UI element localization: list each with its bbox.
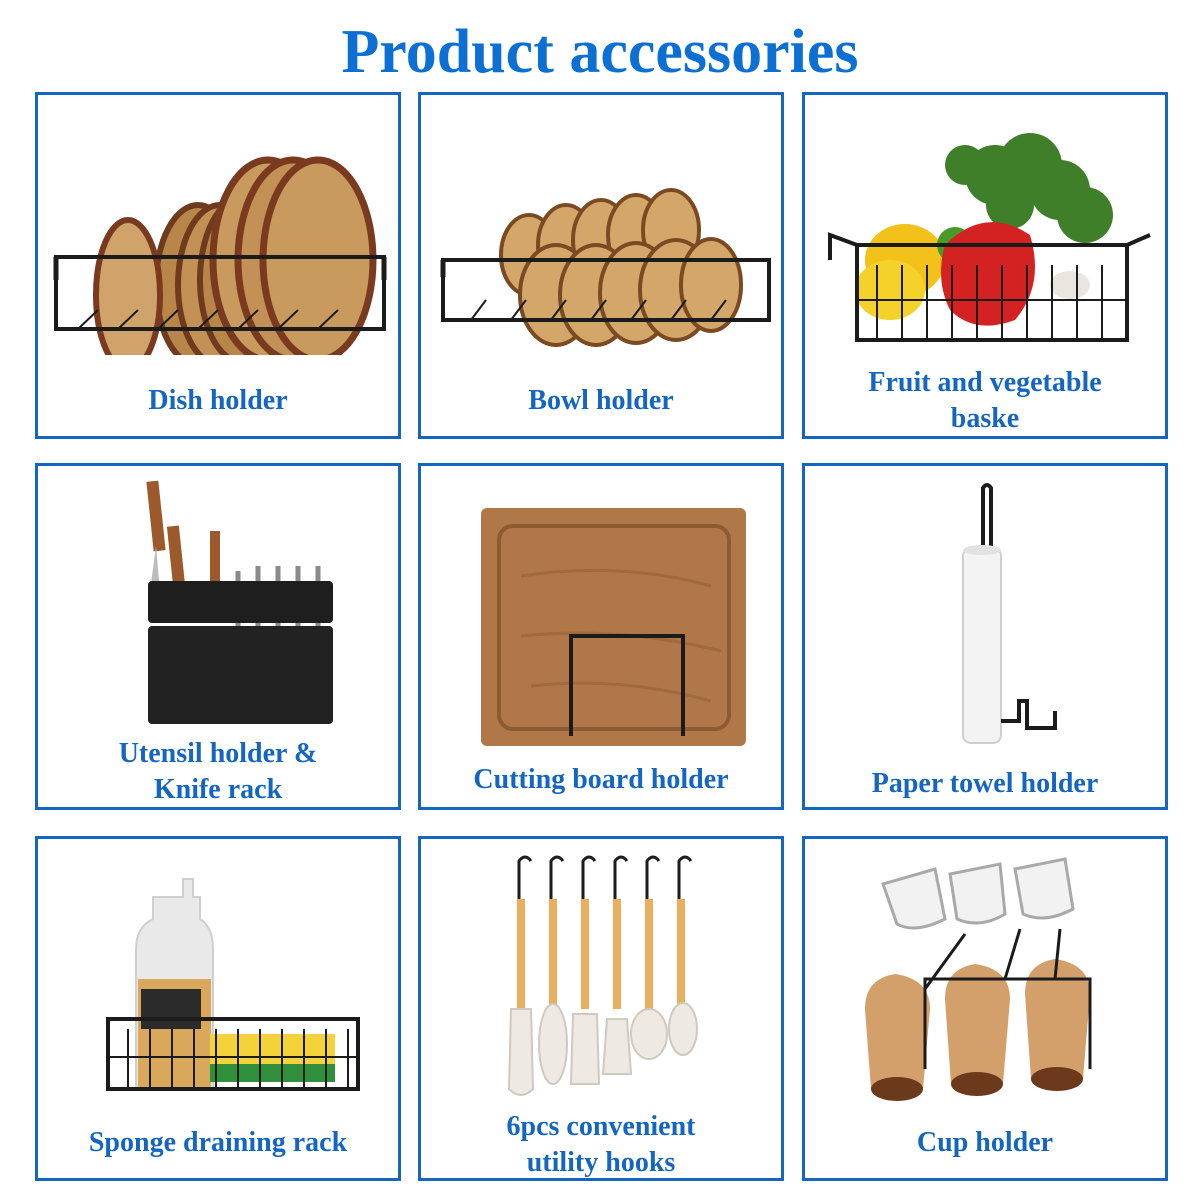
utensil-holder-card: Utensil holder &Knife rack: [35, 463, 401, 810]
dish-holder-card: Dish holder: [35, 92, 401, 439]
item-label: Cutting board holder: [473, 764, 729, 795]
sponge-rack-illustration: [106, 878, 360, 1091]
item-label: Dish holder: [148, 385, 288, 416]
hooks-illustration: [507, 855, 698, 1096]
cup-holder-illustration: [865, 857, 1092, 1101]
page-title: Product accessories: [341, 18, 859, 86]
fruit-basket-illustration: [828, 133, 1151, 342]
utensil-holder-illustration: [146, 480, 333, 724]
item-label: Cup holder: [916, 1127, 1054, 1158]
bowl-holder-card: Bowl holder: [418, 92, 784, 439]
item-label: Bowl holder: [528, 385, 674, 416]
sponge-rack-card: Sponge draining rack: [35, 836, 401, 1181]
paper-towel-card: Paper towel holder: [802, 463, 1168, 810]
cup-holder-card: Cup holder: [802, 836, 1168, 1181]
dish-rack-illustration: [53, 156, 387, 355]
cutting-board-illustration: [481, 508, 746, 746]
item-label: Utensil holder &Knife rack: [118, 738, 318, 805]
item-label: Sponge draining rack: [88, 1127, 348, 1158]
cutting-board-card: Cutting board holder: [418, 463, 784, 810]
paper-towel-illustration: [962, 483, 1057, 744]
item-label: Paper towel holder: [871, 768, 1099, 799]
bowl-rack-illustration: [440, 188, 771, 347]
